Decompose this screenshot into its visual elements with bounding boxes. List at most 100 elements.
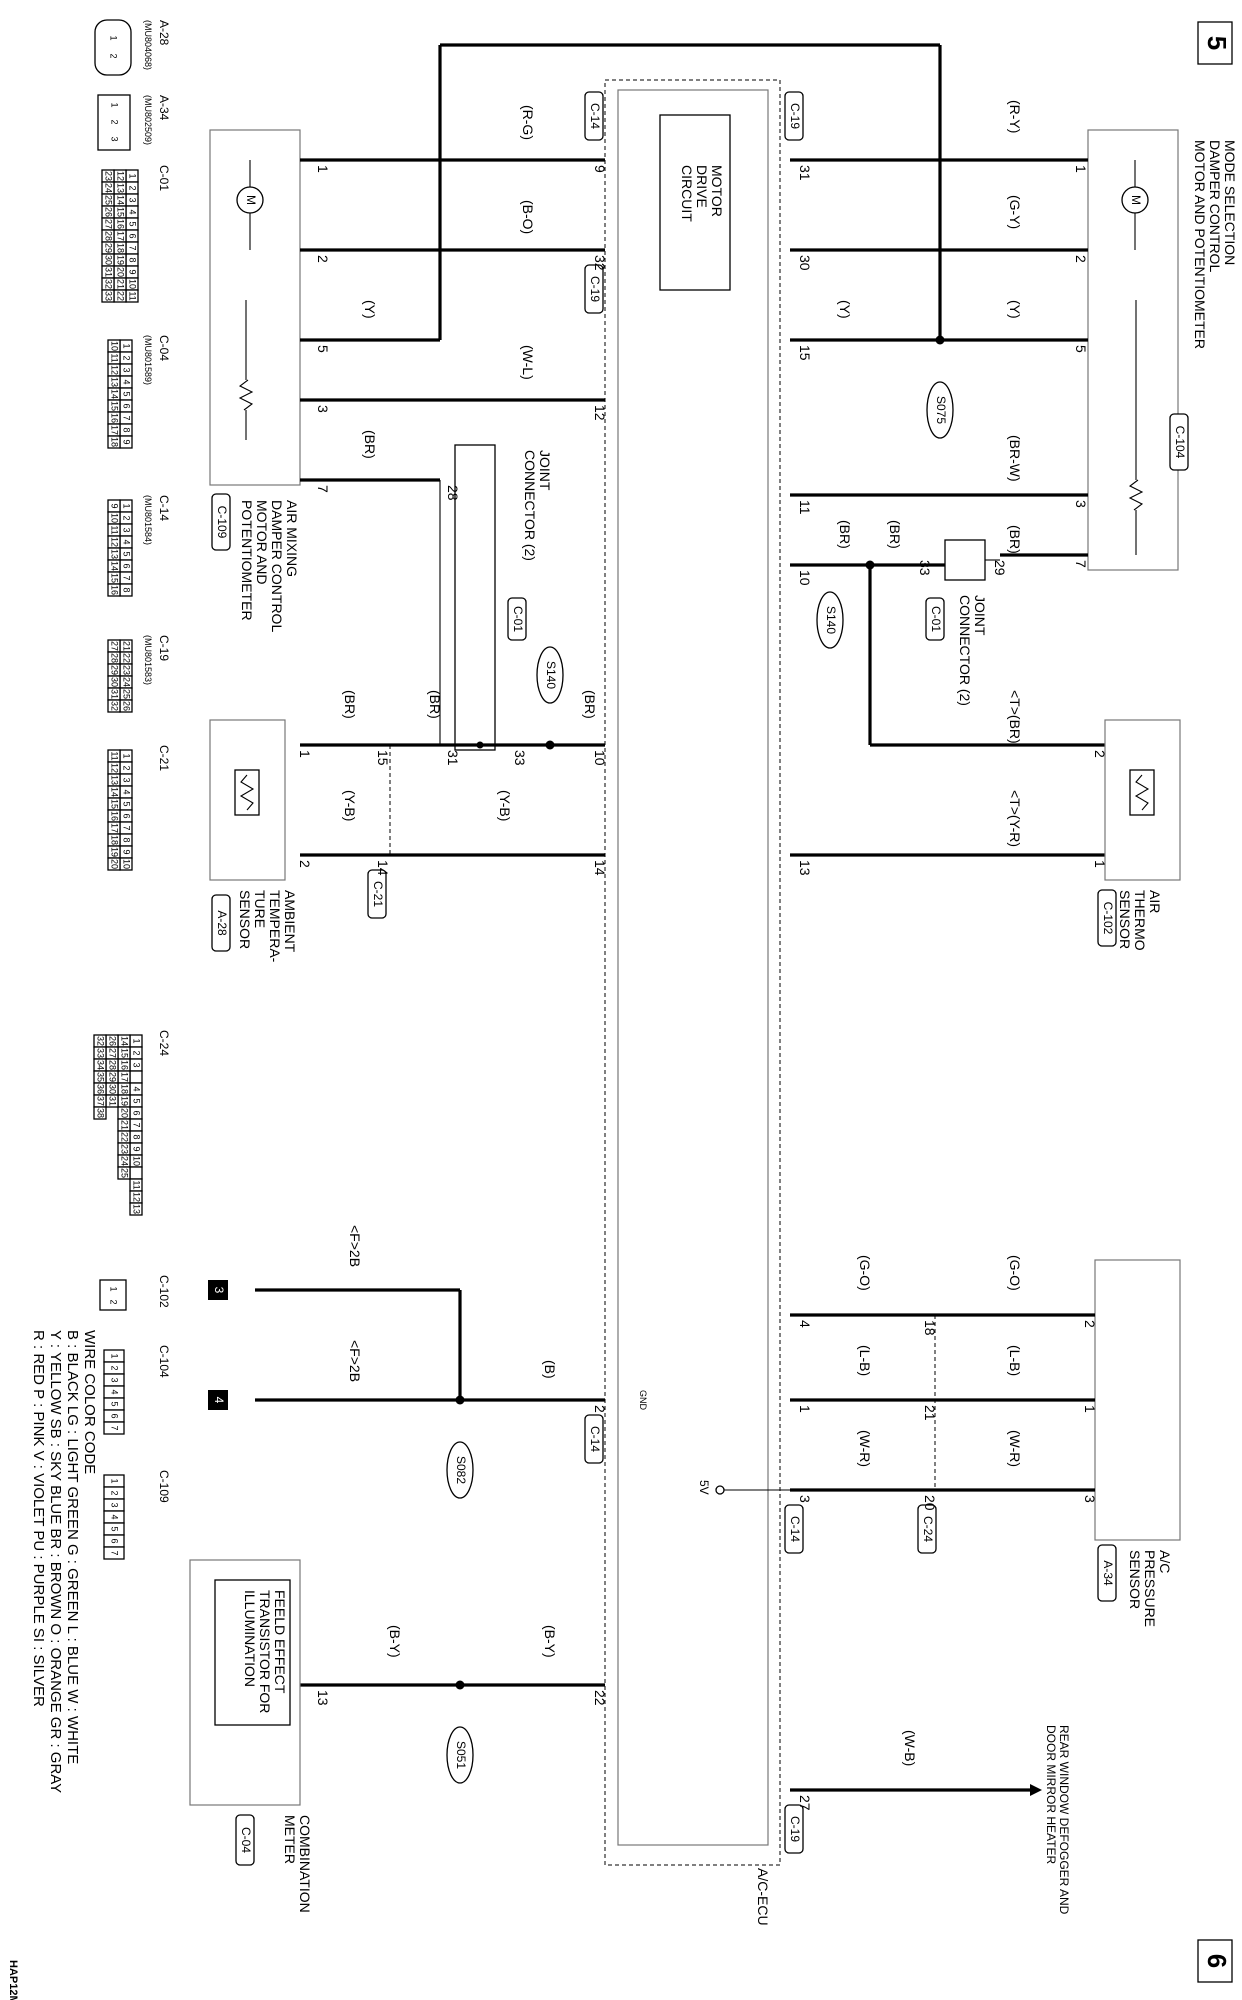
connector-pin-number: 4 — [122, 789, 132, 794]
connector-pin-number: 10 — [122, 859, 132, 869]
wc-go2: (G-O) — [857, 1255, 873, 1291]
connector-pin-number: 34 — [96, 1060, 106, 1070]
connector-pin-number: 11 — [110, 751, 120, 760]
meter-conn: C-04 — [239, 1827, 253, 1853]
connector-pin-number: 8 — [128, 257, 138, 262]
svg-text:S140: S140 — [544, 661, 558, 689]
connector-pin-number: 2 — [132, 1050, 142, 1055]
connector-pin-number: 8 — [122, 587, 132, 592]
wc-rg: (R-G) — [520, 105, 536, 140]
connector-pin-number: 1 — [110, 1478, 120, 1483]
conn-view-c01: C-01 12345678910111213141516171819202122… — [101, 165, 171, 303]
connector-pin-number: 4 — [132, 1086, 142, 1091]
conn-view-c04: C-04 (MU801589) 123456789101112131415161… — [107, 335, 171, 449]
connector-pin-number: 33 — [96, 1048, 106, 1058]
connector-pin-number: 9 — [122, 439, 132, 444]
connector-pin-number: 21 — [120, 1120, 130, 1130]
svg-text:1: 1 — [110, 102, 120, 107]
connector-pin-number: 7 — [122, 575, 132, 580]
air-mixing-conn-tag — [211, 493, 231, 551]
svg-text:(MU802509): (MU802509) — [143, 95, 153, 145]
ambient-conn: A-28 — [215, 910, 229, 936]
connector-pin-number: 5 — [122, 391, 132, 396]
connector-pin-number: 13 — [110, 549, 120, 559]
connector-pin-number: 4 — [128, 209, 138, 214]
pin-airmix-3: 3 — [315, 405, 331, 413]
connector-pin-cell — [93, 1106, 107, 1120]
wc-tbr: <T>(BR) — [1007, 690, 1023, 744]
airmix-motor-symbol: M — [244, 195, 258, 205]
wc-y1: (Y) — [1007, 300, 1023, 319]
connector-pin-cell — [107, 699, 121, 713]
connector-pin-cell — [129, 1166, 143, 1180]
connector-pin-number: 16 — [120, 1060, 130, 1070]
tag-c24: C-24 — [917, 1504, 937, 1554]
wc-yb2: (Y-B) — [342, 790, 358, 821]
svg-text:C-19: C-19 — [788, 103, 802, 129]
connector-pin-number: 11 — [132, 1180, 142, 1189]
wc-lb2: (L-B) — [857, 1345, 873, 1376]
connector-pin-number: 21 — [116, 279, 126, 289]
ambient-line1: AMBIENT — [282, 890, 298, 953]
connector-pin-number: 28 — [110, 653, 120, 663]
wc-f2b2: <F>2B — [347, 1340, 363, 1382]
legend-title: WIRE COLOR CODE — [81, 1330, 98, 1474]
pin-meter-13: 13 — [315, 1690, 331, 1706]
connector-pin-number: 20 — [116, 267, 126, 277]
air-thermo-conn: C-102 — [1101, 902, 1115, 935]
wc-wb: (W-B) — [902, 1730, 918, 1766]
legend-line2: Y : YELLOW SB : SKY BLUE BR : BROWN O : … — [47, 1330, 64, 1793]
pin-ambient-2: 2 — [297, 860, 313, 868]
splice-dot-s075 — [935, 335, 945, 345]
connector-pin-cell — [129, 1202, 143, 1216]
connector-pin-number: 3 — [110, 1377, 120, 1382]
marker-4: 4 — [212, 1397, 226, 1404]
connector-pin-number: 14 — [116, 195, 126, 205]
mode-selection-conn: C-104 — [1173, 426, 1187, 459]
svg-text:(MU801583): (MU801583) — [143, 635, 153, 685]
connector-pin-number: 28 — [104, 231, 114, 241]
connector-pin-number: 12 — [116, 171, 126, 181]
svg-text:C-24: C-24 — [921, 1516, 935, 1542]
meter-line2: METER — [282, 1815, 298, 1864]
wc-by2: (B-Y) — [387, 1625, 403, 1658]
five-v-marker: 5V — [697, 1480, 711, 1495]
splice-dot-s051 — [455, 1680, 465, 1690]
connector-pin-number: 14 — [120, 1036, 130, 1046]
pin-mode-2: 2 — [1073, 255, 1089, 263]
legend-line3: R : RED P : PINK V : VIOLET PU : PURPLE … — [30, 1330, 47, 1707]
connector-pin-number: 33 — [104, 291, 114, 301]
pin-c24-18: 18 — [922, 1320, 938, 1336]
connector-pin-number: 6 — [122, 563, 132, 568]
fet-line2: TRANSISTOR FOR — [257, 1590, 273, 1713]
connector-pin-number: 29 — [108, 1072, 118, 1082]
svg-text:C-21: C-21 — [157, 745, 171, 771]
wc-y2: (Y) — [362, 300, 378, 319]
pin-mode-7: 7 — [1073, 560, 1089, 568]
pin-airmix-7: 7 — [315, 485, 331, 493]
svg-text:C-19: C-19 — [157, 635, 171, 661]
wc-yb1: (Y-B) — [497, 790, 513, 821]
connector-pin-number: 30 — [110, 677, 120, 687]
connector-pin-number: 7 — [128, 245, 138, 250]
wc-ry: (R-Y) — [1007, 100, 1023, 133]
connector-pin-number: 22 — [122, 653, 132, 663]
joint-mid-conn: C-01 — [511, 606, 525, 632]
mode-selection-line2: DAMPER CONTROL — [1207, 140, 1223, 272]
tag-c21: C-21 — [367, 869, 387, 919]
connector-pin-number: 24 — [104, 183, 114, 193]
connector-pin-number: 2 — [128, 185, 138, 190]
tag-c14-top: C-14 — [584, 91, 604, 141]
splice-s051: S051 — [446, 1726, 474, 1784]
air-mixing-conn: C-109 — [215, 506, 229, 539]
connector-pin-number: 14 — [110, 787, 120, 797]
fet-line3: ILLUMINATION — [242, 1590, 258, 1687]
connector-pin-number: 4 — [110, 1389, 120, 1394]
connector-pin-number: 10 — [132, 1156, 142, 1166]
pin-press-2: 2 — [1082, 1320, 1098, 1328]
joint-top-conn: C-01 — [929, 606, 943, 632]
connector-pin-number: 9 — [122, 849, 132, 854]
